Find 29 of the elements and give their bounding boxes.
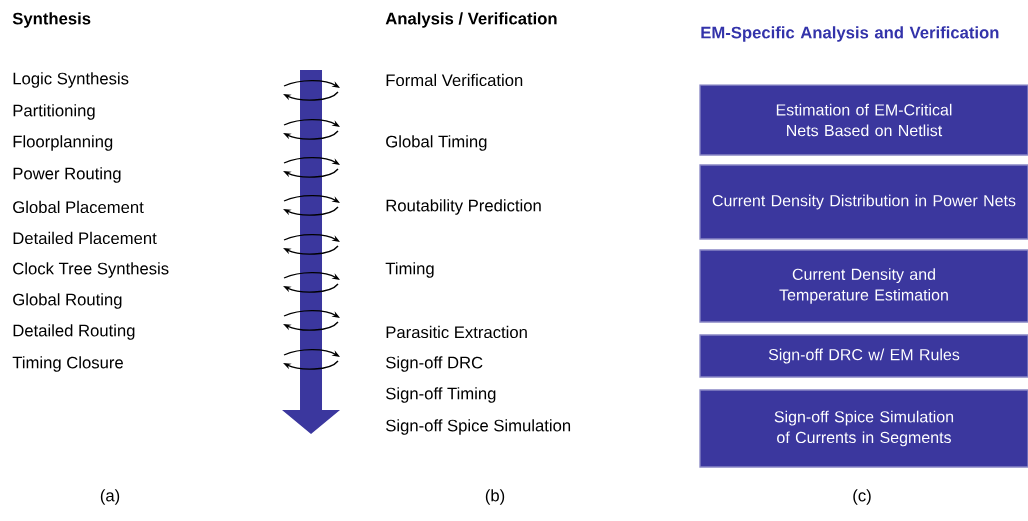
- step-label: Global Placement: [13, 200, 144, 214]
- step-label: Timing: [385, 262, 434, 278]
- column-heading: EM-Specific Analysis and Verification: [701, 26, 999, 42]
- column-heading: Synthesis: [12, 12, 91, 28]
- step-label: Sign-off Spice Simulation: [386, 419, 571, 435]
- panel-label: (a): [100, 489, 120, 505]
- step-label: Clock Tree Synthesis: [13, 262, 169, 278]
- step-label: Sign-off DRC: [386, 356, 483, 372]
- step-label: Partitioning: [13, 104, 95, 120]
- step-box: Sign-off Spice Simulation of Currents in Segments: [699, 389, 1028, 468]
- step-label: Timing Closure: [12, 356, 123, 372]
- step-label: Detailed Placement: [13, 231, 157, 245]
- step-box: Current Density Distribution in Power Nets: [699, 164, 1028, 240]
- panel-label: (c): [853, 489, 871, 505]
- step-label: Floorplanning: [13, 135, 113, 151]
- step-label: Sign-off Timing: [386, 387, 496, 403]
- step-box: Estimation of EM-Critical Nets Based on Netlist: [699, 84, 1028, 156]
- step-label: Power Routing: [13, 167, 121, 183]
- step-box: Current Density and Temperature Estimation: [699, 249, 1028, 323]
- step-label: Global Timing: [386, 135, 487, 151]
- step-label: Parasitic Extraction: [386, 325, 527, 339]
- step-label: Routability Prediction: [386, 199, 541, 215]
- step-label: Formal Verification: [386, 73, 523, 87]
- step-label: Detailed Routing: [13, 324, 135, 340]
- step-box: Sign-off DRC w/ EM Rules: [699, 334, 1028, 378]
- step-label: Logic Synthesis: [13, 72, 129, 88]
- column-heading: Analysis / Verification: [385, 12, 557, 28]
- panel-label: (b): [485, 489, 505, 505]
- step-label: Global Routing: [13, 293, 122, 309]
